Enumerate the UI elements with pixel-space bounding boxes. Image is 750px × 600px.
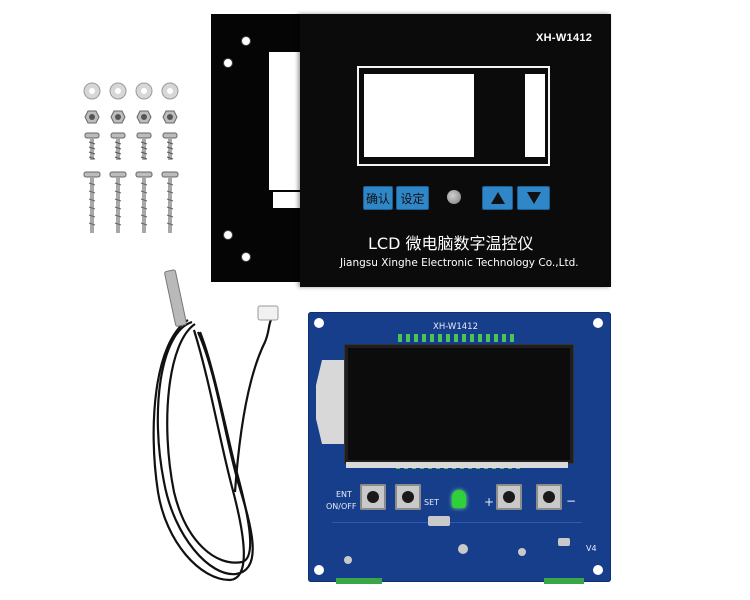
terminal-block <box>544 578 584 584</box>
washer-row <box>83 82 179 100</box>
ent-onoff-button <box>360 484 386 510</box>
bezel-model-label: XH-W1412 <box>536 32 593 44</box>
lcd-bezel-strip <box>346 462 568 468</box>
minus-label: − <box>566 494 577 508</box>
bezel-subtitle: Jiangsu Xinghe Electronic Technology Co.… <box>340 257 579 269</box>
pcb-corner-hole-icon <box>593 318 603 328</box>
mount-hole-icon <box>223 58 233 68</box>
short-screw-row <box>84 132 178 160</box>
down-key <box>517 186 550 210</box>
plus-label: + <box>484 495 495 509</box>
cable-loops <box>152 317 273 582</box>
cable-connector <box>257 305 279 321</box>
pcb-corner-hole-icon <box>314 318 324 328</box>
minus-button <box>536 484 562 510</box>
component-pad <box>458 544 468 554</box>
set-key: 设定 <box>396 186 429 210</box>
confirm-key: 确认 <box>363 186 393 210</box>
up-key <box>482 186 513 210</box>
mount-hole-icon <box>223 230 233 240</box>
controller-pcb: XH-W1412 ENT ON/OFF SET + − V4 <box>308 312 611 584</box>
mount-hole-icon <box>241 36 251 46</box>
status-led <box>452 490 466 508</box>
version-label: V4 <box>586 544 597 553</box>
display-window-frame <box>357 66 550 166</box>
lcd-pins-top <box>398 334 516 342</box>
pcb-model-label: XH-W1412 <box>433 322 478 332</box>
front-panel-bezel: XH-W1412 确认 设定 LCD 微电脑数字温控仪 Jiangsu Xing… <box>300 14 611 287</box>
bezel-title: LCD 微电脑数字温控仪 <box>368 234 534 253</box>
component-pad <box>518 548 526 556</box>
lcd-display <box>344 344 574 464</box>
long-screw-row <box>83 171 179 233</box>
pcb-corner-hole-icon <box>314 565 324 575</box>
pcb-corner-hole-icon <box>593 565 603 575</box>
set-button <box>395 484 421 510</box>
onoff-label: ON/OFF <box>326 502 357 511</box>
component-pad <box>428 516 450 526</box>
triangle-up-icon <box>490 192 505 204</box>
component-pad <box>558 538 570 546</box>
mount-hole-icon <box>241 252 251 262</box>
ent-label: ENT <box>336 490 352 499</box>
set-label: SET <box>424 498 440 507</box>
terminal-block <box>336 578 382 584</box>
temperature-probe-cable <box>152 269 279 582</box>
lcd-backlight-guide <box>316 360 346 444</box>
display-window-side <box>525 74 545 157</box>
indicator-led-window <box>447 190 461 204</box>
plus-button <box>496 484 522 510</box>
gasket-frame <box>211 14 311 282</box>
hardware-kit <box>83 82 179 233</box>
relay-trace-area <box>332 522 582 571</box>
component-pad <box>344 556 352 564</box>
nut-row <box>84 110 178 124</box>
probe-sensor-tube <box>164 269 187 327</box>
display-window <box>364 74 474 157</box>
triangle-down-icon <box>526 192 541 204</box>
